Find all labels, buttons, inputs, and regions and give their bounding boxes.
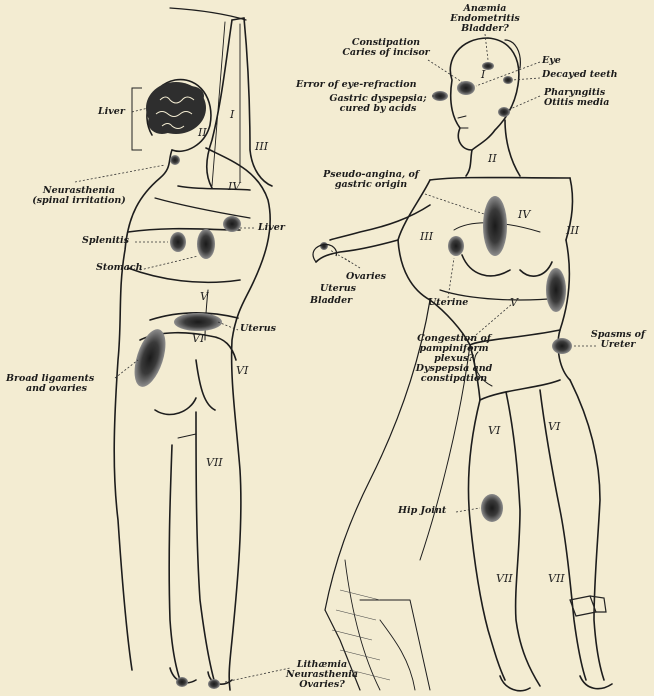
label-gastric-group: Gastric dyspepsia; cured by acids (318, 94, 438, 114)
label-constipation-group: Constipation Caries of incisor (336, 38, 436, 58)
eye-spot (457, 81, 475, 95)
hand-spot (320, 242, 328, 250)
back-region-II: II (198, 126, 207, 139)
stomach-spot (197, 229, 215, 259)
front-region-IV: IV (518, 208, 530, 221)
label-splenitis: Splenitis (82, 236, 129, 246)
label-congestion-group: Congestion of pampiniform plexus? Dyspep… (394, 334, 514, 384)
broad-ligaments-spot (128, 325, 171, 390)
back-hair (146, 82, 206, 134)
label-ovaries-feet: Ovaries? (282, 680, 362, 690)
label-error-refraction: Error of eye-refraction (296, 80, 417, 90)
splenitis-spot (170, 232, 186, 252)
label-uterus-back: Uterus (240, 324, 276, 334)
front-region-VII-left: VII (496, 572, 513, 585)
label-gastric-2: cured by acids (318, 104, 438, 114)
label-caries: Caries of incisor (336, 48, 436, 58)
label-bladder-top: Bladder? (440, 24, 530, 34)
teeth-spot (503, 76, 513, 84)
back-region-III: III (255, 140, 268, 153)
front-region-VI-right: VI (548, 420, 560, 433)
ureter-spot (552, 338, 572, 354)
back-region-V: V (200, 290, 208, 303)
label-pseudo-angina-group: Pseudo-angina, of gastric origin (316, 170, 426, 190)
heel-spot-right (208, 679, 220, 689)
label-hip-joint: Hip Joint (398, 506, 446, 516)
back-region-VI-b: VI (236, 364, 248, 377)
label-neurasthenia-line2: (spinal irritation) (4, 196, 154, 206)
right-side-spot (546, 268, 566, 312)
label-pharyngitis: Pharyngitis Otitis media (544, 88, 609, 108)
front-region-III-right: III (566, 224, 579, 237)
front-region-I: I (481, 68, 485, 81)
back-region-VII: VII (206, 456, 223, 469)
label-head-top-group: Anæmia Endometritis Bladder? (440, 4, 530, 34)
label-liver-back-left: Liver (98, 107, 125, 117)
label-ovaries: Ovaries (346, 272, 386, 282)
label-eye: Eye (542, 56, 561, 66)
heel-spot-left (176, 677, 188, 687)
back-region-VI: VI (192, 332, 204, 345)
front-head (450, 38, 519, 150)
label-neurasthenia-spinal: Neurasthenia (spinal irritation) (4, 186, 154, 206)
front-region-VII-right: VII (548, 572, 565, 585)
uterus-back-spot (174, 313, 222, 331)
label-uterus-hand: Uterus (320, 284, 356, 294)
label-bladder-hand: Bladder (310, 296, 352, 306)
label-stomach: Stomach (96, 263, 142, 273)
front-region-VI-left: VI (488, 424, 500, 437)
liver-back-spot (223, 216, 241, 232)
label-broad-line2: and ovaries (6, 384, 94, 394)
back-raised-arm (207, 20, 232, 188)
front-region-III-left: III (420, 230, 433, 243)
small-object (570, 596, 606, 616)
back-region-I: I (230, 108, 234, 121)
back-region-IV: IV (228, 180, 240, 193)
back-pain-spots (128, 155, 241, 689)
label-otitis: Otitis media (544, 98, 609, 108)
label-feet-group: Lithæmia Neurasthenia Ovaries? (282, 660, 362, 690)
neurasthenia-spot (170, 155, 180, 165)
label-spasms-group: Spasms of Ureter (586, 330, 650, 350)
hip-joint-spot (481, 494, 503, 522)
front-region-V: V (510, 296, 518, 309)
label-uterine: Uterine (428, 298, 468, 308)
label-broad-ligaments: Broad ligaments and ovaries (6, 374, 94, 394)
label-pseudo-2: gastric origin (316, 180, 426, 190)
pseudo-angina-spot (483, 196, 507, 256)
uterine-spot (448, 236, 464, 256)
label-spasms-2: Ureter (586, 340, 650, 350)
otitis-spot (498, 107, 510, 117)
label-dyspepsia-2: constipation (394, 374, 514, 384)
label-decayed-teeth: Decayed teeth (542, 70, 618, 80)
label-liver-back-right: Liver (258, 223, 285, 233)
front-region-II: II (488, 152, 497, 165)
